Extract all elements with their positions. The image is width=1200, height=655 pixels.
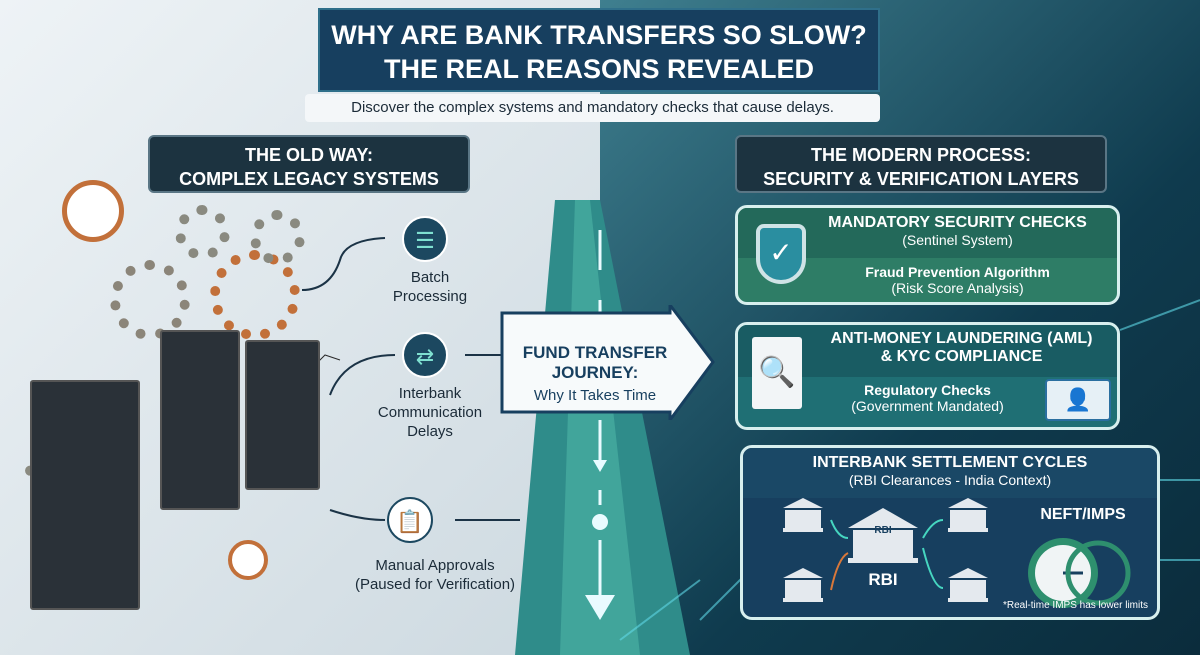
id-badge-icon: 👤 <box>1045 379 1111 421</box>
left-heading: THE OLD WAY: COMPLEX LEGACY SYSTEMS <box>148 135 470 193</box>
card-sub-note: (Government Mandated) <box>851 398 1004 414</box>
bank-icon <box>783 498 988 602</box>
item-label: Interbank <box>398 385 462 402</box>
gear-icon <box>250 210 305 265</box>
item-label: Batch <box>410 269 450 286</box>
title-line2: THE REAL REASONS REVEALED <box>383 54 815 84</box>
card-title: INTERBANK SETTLEMENT CYCLES <box>812 454 1088 471</box>
card-title: MANDATORY SECURITY CHECKS <box>828 214 1087 231</box>
clock-icon <box>228 540 268 580</box>
aml-kyc-card: ANTI-MONEY LAUNDERING (AML) & KYC COMPLI… <box>735 322 1120 430</box>
rbi-roof-label: RBI <box>874 525 892 536</box>
item-label: Manual Approvals <box>375 557 495 574</box>
gear-icon <box>110 260 190 340</box>
right-heading: THE MODERN PROCESS: SECURITY & VERIFICAT… <box>735 135 1107 193</box>
card-sub: Fraud Prevention Algorithm <box>865 264 1050 280</box>
footnote: *Real-time IMPS has lower limits <box>1002 600 1149 611</box>
swap-arrows-icon: ⇄ <box>402 332 448 378</box>
document-magnifier-icon: 🔍 <box>752 337 802 409</box>
server-rack <box>160 330 240 510</box>
journey-line2: JOURNEY: <box>551 363 639 382</box>
server-rack <box>30 380 140 610</box>
gear-icon <box>210 250 300 340</box>
journey-label: FUND TRANSFER JOURNEY: Why It Takes Time <box>505 343 685 404</box>
item-label: Communication <box>377 404 483 421</box>
right-heading-line1: THE MODERN PROCESS: <box>810 145 1032 165</box>
card-title: & KYC COMPLIANCE <box>880 348 1043 365</box>
left-heading-line2: COMPLEX LEGACY SYSTEMS <box>179 169 439 189</box>
settlement-card: INTERBANK SETTLEMENT CYCLES (RBI Clearan… <box>740 445 1160 620</box>
right-heading-line2: SECURITY & VERIFICATION LAYERS <box>763 169 1079 189</box>
left-item-manual: Manual Approvals (Paused for Verificatio… <box>340 556 530 594</box>
card-sub: Regulatory Checks <box>864 382 991 398</box>
settlement-diagram <box>783 498 1131 608</box>
item-label: (Paused for Verification) <box>354 576 516 593</box>
speedometer-icon <box>1065 540 1131 606</box>
card-sub-note: (Risk Score Analysis) <box>891 280 1024 296</box>
item-label: Processing <box>392 288 468 305</box>
card-note: (Sentinel System) <box>902 232 1013 248</box>
journey-arrow <box>500 305 715 420</box>
subtitle: Discover the complex systems and mandato… <box>305 94 880 122</box>
server-rack <box>245 340 320 490</box>
rbi-bank-icon <box>848 508 918 528</box>
journey-line1: FUND TRANSFER <box>522 343 668 362</box>
card-note: (RBI Clearances - India Context) <box>848 472 1052 488</box>
clipboard-pen-icon: 📋 <box>387 497 433 543</box>
title-banner: WHY ARE BANK TRANSFERS SO SLOW? THE REAL… <box>318 8 880 92</box>
left-heading-line1: THE OLD WAY: <box>244 145 373 165</box>
rbi-label: RBI <box>868 570 898 589</box>
shield-check-icon: ✓ <box>756 224 806 284</box>
journey-line3: Why It Takes Time <box>533 387 657 404</box>
clock-icon <box>62 180 124 242</box>
neft-imps-label: NEFT/IMPS <box>1040 506 1126 523</box>
gear-icon <box>175 205 230 260</box>
left-item-batch: Batch Processing <box>370 268 490 306</box>
item-label: Delays <box>407 423 453 440</box>
server-list-icon: ☰ <box>402 216 448 262</box>
title-line1: WHY ARE BANK TRANSFERS SO SLOW? <box>331 20 867 50</box>
security-checks-card: MANDATORY SECURITY CHECKS (Sentinel Syst… <box>735 205 1120 305</box>
card-title: ANTI-MONEY LAUNDERING (AML) <box>830 330 1093 347</box>
left-item-interbank: Interbank Communication Delays <box>360 384 500 441</box>
